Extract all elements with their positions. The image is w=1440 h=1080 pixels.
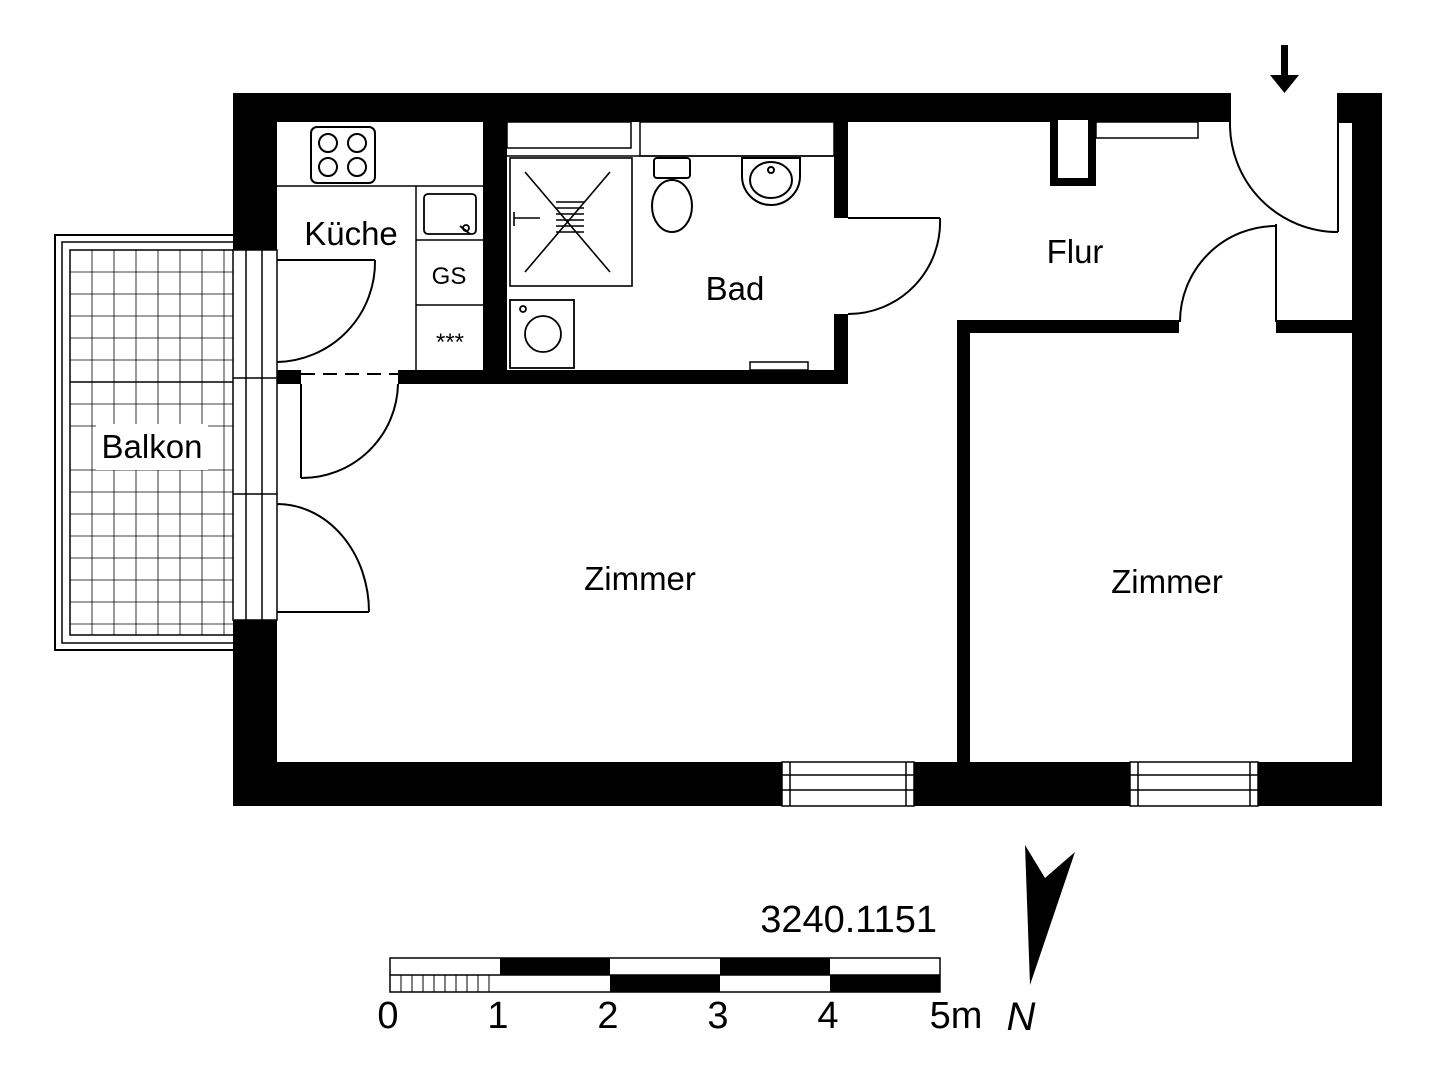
north-label: N [1007, 995, 1036, 1039]
balcony [54, 234, 236, 651]
interior-walls [277, 120, 1356, 765]
window-right [1129, 761, 1259, 807]
cooktop-icon [310, 126, 376, 184]
window-left [781, 761, 915, 807]
north-arrow-icon [1025, 845, 1075, 985]
bath-fixtures [506, 121, 835, 157]
kitchen-counter [277, 185, 483, 370]
scale-label-1: 1 [487, 995, 508, 1037]
scale-label-5m: 5m [930, 995, 983, 1037]
room-label-zimmer-1: Zimmer [584, 560, 696, 597]
room-label-balkon: Balkon [102, 428, 203, 465]
balcony-door-frames [232, 249, 278, 621]
scale-label-3: 3 [707, 995, 728, 1037]
room-label-flur: Flur [1047, 233, 1104, 270]
towel-rail [749, 361, 809, 371]
room-label-kueche: Küche [304, 215, 398, 252]
washing-machine-icon [509, 299, 575, 369]
scale-label-0: 0 [377, 995, 398, 1037]
kitchen-sink-icon [423, 193, 477, 235]
label-gs: GS [432, 263, 467, 290]
exterior-walls [233, 93, 1382, 806]
doors [276, 93, 1352, 613]
hall-fixtures [1050, 120, 1199, 186]
plan-id: 3240.1151 [760, 899, 937, 941]
room-label-bad: Bad [706, 270, 765, 307]
washbasin-icon [741, 157, 801, 206]
scale-bar [389, 957, 941, 993]
scale-label-2: 2 [597, 995, 618, 1037]
scale-label-4: 4 [817, 995, 838, 1037]
room-label-zimmer-2: Zimmer [1111, 563, 1223, 600]
entrance-arrow-icon [1270, 45, 1299, 93]
toilet-icon [651, 157, 693, 233]
shower-icon [509, 157, 633, 287]
label-storage: *** [436, 329, 464, 356]
